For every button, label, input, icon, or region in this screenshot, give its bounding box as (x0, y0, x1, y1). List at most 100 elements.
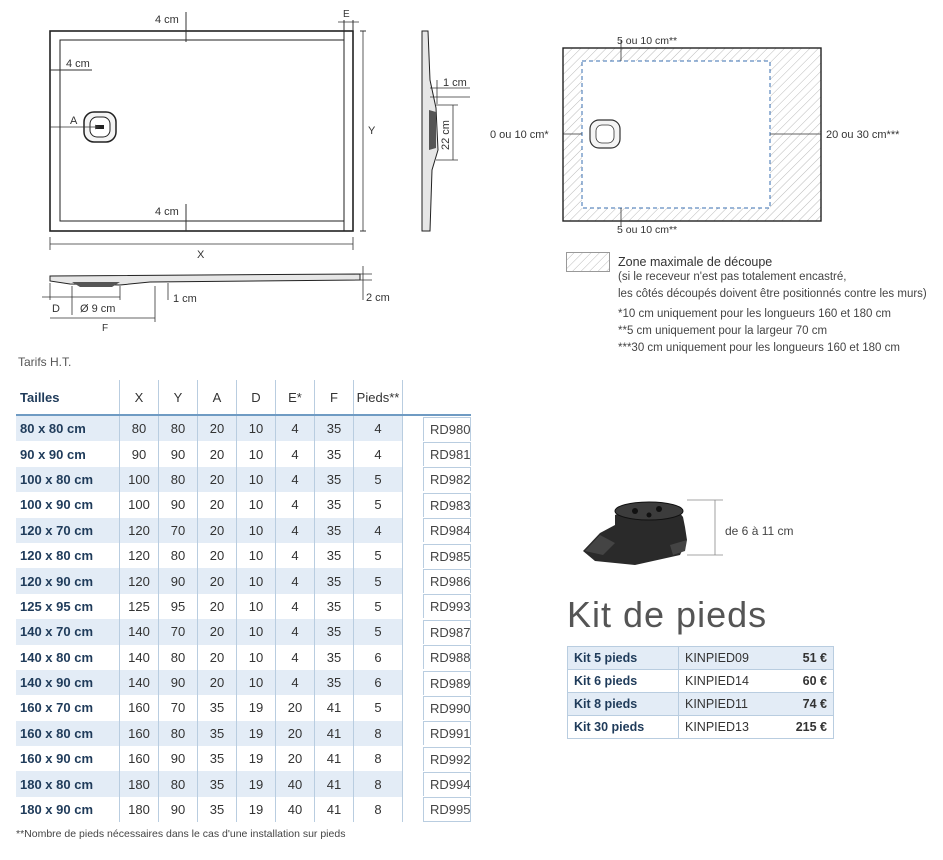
cell-ref: RD989 (413, 669, 471, 696)
table-header-row: Tailles X Y A D E* F Pieds** (16, 380, 471, 415)
cell-a: 35 (197, 796, 237, 823)
cell-e: 4 (275, 492, 315, 518)
cell-y: 70 (158, 695, 198, 721)
cell-x: 120 (119, 517, 159, 543)
cell-a: 20 (197, 593, 237, 620)
cell-f: 41 (314, 695, 354, 721)
legend-line2: les côtés découpés doivent être position… (618, 288, 927, 300)
shower-tray-top-view: 4 cm E 4 cm A Y 4 cm X D Ø 9 cm F 1 cm 2… (42, 9, 470, 334)
cell-a: 20 (197, 415, 237, 442)
cell-ref: RD988 (413, 644, 471, 670)
cell-e: 20 (275, 695, 315, 721)
cell-feet: 4 (353, 517, 403, 543)
hatch-legend-icon (566, 252, 610, 272)
legend-note3: ***30 cm uniquement pour les longueurs 1… (618, 342, 900, 354)
cell-feet: 5 (353, 542, 403, 569)
cell-y: 70 (158, 619, 198, 645)
cell-d: 10 (236, 669, 276, 696)
cell-a: 20 (197, 441, 237, 467)
dim-diameter: Ø 9 cm (80, 303, 115, 315)
kit-code: KINPIED13 (678, 715, 781, 739)
cell-a: 20 (197, 517, 237, 543)
footnote: **Nombre de pieds nécessaires dans le ca… (16, 828, 346, 840)
cell-d: 10 (236, 441, 276, 467)
cell-size: 90 x 90 cm (16, 441, 120, 467)
cell-x: 160 (119, 720, 159, 747)
cell-ref: RD986 (413, 568, 471, 594)
cell-feet: 5 (353, 695, 403, 721)
cell-feet: 8 (353, 771, 403, 797)
cell-size: 140 x 80 cm (16, 644, 120, 670)
col-header-sizes: Tailles (20, 389, 60, 405)
kit-code: KINPIED14 (678, 669, 781, 693)
cell-size: 120 x 90 cm (16, 568, 120, 594)
cell-e: 4 (275, 441, 315, 467)
kit-code: KINPIED11 (678, 692, 781, 716)
col-header-a: A (197, 380, 237, 415)
dim-x: X (197, 249, 205, 261)
cut-left-label: 0 ou 10 cm* (490, 129, 549, 141)
ref-code: RD991 (423, 721, 471, 746)
ref-code: RD984 (423, 518, 471, 543)
cell-e: 4 (275, 466, 315, 493)
cell-ref: RD981 (413, 441, 471, 467)
cell-size: 125 x 95 cm (16, 593, 120, 620)
cell-feet: 6 (353, 669, 403, 696)
cell-size: 180 x 80 cm (16, 771, 120, 797)
cell-x: 160 (119, 695, 159, 721)
cell-f: 35 (314, 593, 354, 620)
cell-feet: 8 (353, 796, 403, 823)
legend-line1: (si le receveur n'est pas totalement enc… (618, 271, 847, 283)
col-header-y: Y (158, 380, 198, 415)
cell-feet: 5 (353, 568, 403, 594)
cell-size: 80 x 80 cm (16, 415, 120, 442)
kit-name: Kit 5 pieds (567, 646, 679, 670)
cell-e: 4 (275, 669, 315, 696)
foot-dimension: de 6 à 11 cm (725, 524, 793, 538)
cell-feet: 8 (353, 746, 403, 772)
cut-top-label: 5 ou 10 cm** (617, 35, 677, 47)
cell-ref: RD992 (413, 746, 471, 772)
col-header-x: X (119, 380, 159, 415)
kit-price: 60 € (781, 669, 834, 693)
legend-note2: **5 cm uniquement pour la largeur 70 cm (618, 325, 828, 337)
cell-a: 35 (197, 695, 237, 721)
legend-note1: *10 cm uniquement pour les longueurs 160… (618, 308, 891, 320)
ref-code: RD981 (423, 442, 471, 467)
dim-1cm-side: 1 cm (443, 77, 467, 89)
cell-ref: RD990 (413, 695, 471, 721)
cell-size: 140 x 70 cm (16, 619, 120, 645)
dim-e: E (343, 9, 350, 20)
cell-a: 20 (197, 619, 237, 645)
cell-x: 120 (119, 568, 159, 594)
cell-size: 160 x 80 cm (16, 720, 120, 747)
cell-f: 35 (314, 517, 354, 543)
cell-d: 10 (236, 619, 276, 645)
cell-x: 160 (119, 746, 159, 772)
cell-e: 40 (275, 771, 315, 797)
dim-4cm-bottom: 4 cm (155, 206, 179, 218)
ref-code: RD989 (423, 670, 471, 695)
cell-ref: RD982 (413, 466, 471, 493)
cell-e: 4 (275, 415, 315, 442)
cut-right-label: 20 ou 30 cm*** (826, 129, 900, 141)
cell-y: 90 (158, 492, 198, 518)
ref-code: RD993 (423, 594, 471, 619)
col-header-feet: Pieds** (353, 380, 403, 415)
cell-a: 35 (197, 746, 237, 772)
cell-feet: 8 (353, 720, 403, 747)
cell-f: 35 (314, 466, 354, 493)
cell-x: 80 (119, 415, 159, 442)
cell-feet: 5 (353, 466, 403, 493)
cell-f: 41 (314, 771, 354, 797)
cell-feet: 5 (353, 593, 403, 620)
